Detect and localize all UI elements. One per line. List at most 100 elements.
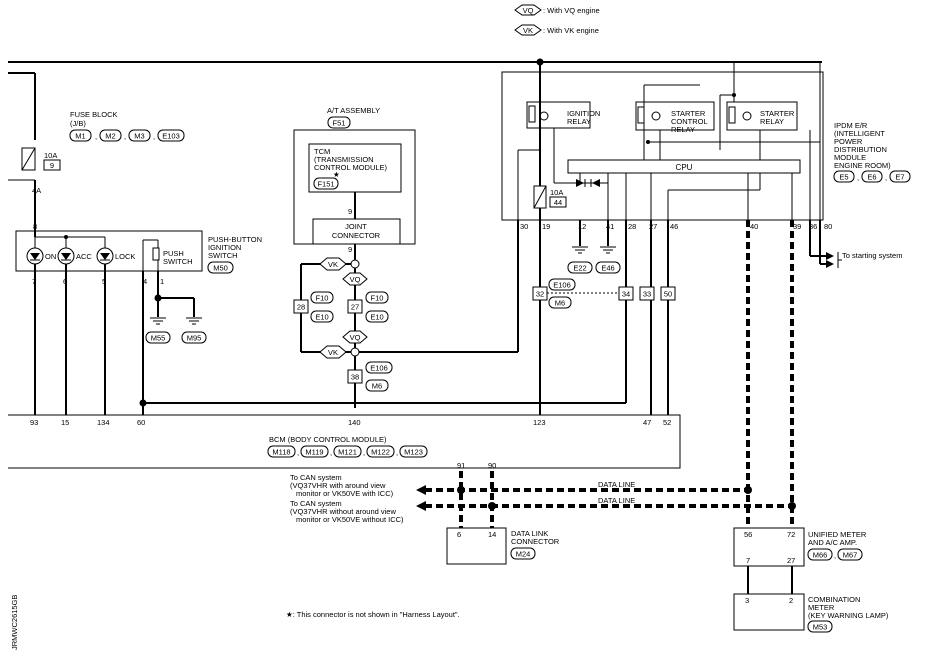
starting-system-label: To starting system: [842, 251, 902, 260]
combo-title: COMBINATION: [808, 595, 860, 604]
ipdm-connector: E7: [895, 173, 904, 182]
ipdm-title: (INTELLIGENT: [834, 129, 885, 138]
can-label: (VQ37VHR with around view: [290, 481, 386, 490]
fuse-connector: M1: [75, 132, 85, 141]
ipdm-connector: E6: [867, 173, 876, 182]
bcm-pin: 123: [533, 418, 546, 427]
svg-text:,: ,: [363, 448, 365, 457]
meter-pin: 7: [746, 556, 750, 565]
bcm-pin: 52: [663, 418, 671, 427]
vq-tag: VQ: [350, 275, 361, 284]
tcm-connector: F151: [317, 180, 334, 189]
can-label: monitor or VK50VE without ICC): [296, 515, 404, 524]
bcm-connector: M118: [272, 448, 290, 457]
data-link-connector: 6 14 DATA LINK CONNECTOR M24: [446, 527, 560, 565]
joint-connector-label: CONNECTOR: [332, 231, 381, 240]
fuse-block: 10A 9 4A FUSE BLOCK (J/B) M1 , M2 , M3 ,…: [8, 110, 185, 195]
led-acc-label: ACC: [76, 252, 92, 261]
switch-pin: 1: [160, 277, 164, 286]
dlc-pin: 14: [488, 530, 496, 539]
led-lock-label: LOCK: [115, 252, 135, 261]
fuse-block-sub: (J/B): [70, 119, 86, 128]
bcm-title: BCM (BODY CONTROL MODULE): [269, 435, 387, 444]
can-label: To CAN system: [290, 499, 342, 508]
harness-connector: M6: [372, 382, 382, 391]
switch-top-pin: 8: [33, 222, 37, 231]
data-line-label: DATA LINE: [598, 480, 635, 489]
relay-label: CONTROL: [671, 117, 708, 126]
ipdm-pin: 40: [750, 222, 758, 231]
inline-pin: 50: [664, 290, 672, 299]
harness-connector: E10: [370, 313, 383, 322]
combo-title: METER: [808, 603, 835, 612]
meter-connector: M67: [843, 551, 858, 560]
harness-pin: 27: [351, 303, 359, 312]
relay-label: RELAY: [671, 125, 695, 134]
unified-meter: 56 72 7 27 UNIFIED METER AND A/C AMP. M6…: [733, 527, 867, 567]
ground-connector: E46: [601, 264, 614, 273]
footnote: ★: This connector is not shown in "Harne…: [286, 610, 460, 619]
meter-connector: M66: [813, 551, 828, 560]
tcm-label: CONTROL MODULE): [314, 163, 388, 172]
led-on-label: ON: [45, 252, 56, 261]
inline-connectors: 32 E106 M6 34 33 50: [532, 278, 676, 309]
tcm-label: TCM: [314, 147, 330, 156]
push-button-ignition-switch: 8 ON ACC LOCK PUSH SWITCH PUSH-BUTTON IG…: [15, 222, 262, 286]
legend-vk-tag: VK: [523, 26, 533, 35]
dlc-connector: M24: [516, 550, 531, 559]
ipdm-pin: 39: [793, 222, 801, 231]
meter-pin: 27: [787, 556, 795, 565]
svg-text:,: ,: [297, 448, 299, 457]
at-connector: F51: [333, 119, 346, 128]
bcm-connector: M119: [305, 448, 323, 457]
can-label: To CAN system: [290, 473, 342, 482]
fuse-block-title: FUSE BLOCK: [70, 110, 118, 119]
ipdm-pin: 46: [670, 222, 678, 231]
cpu-label: CPU: [676, 163, 693, 172]
bcm: 93 15 134 60 140 123 47 52 BCM (BODY CON…: [8, 414, 681, 469]
harness-options: VK VQ 28 27 F10 E10 F10 E10 VQ VK 38 E10…: [293, 244, 518, 408]
relay-label: RELAY: [567, 117, 591, 126]
at-title: A/T ASSEMBLY: [327, 106, 380, 115]
relay-label: STARTER: [760, 109, 795, 118]
tcm-label: (TRANSMISSION: [314, 155, 374, 164]
can-lines: 91 90 DATA LINE DATA LINE To CAN system …: [290, 220, 796, 528]
ground-symbol: [572, 246, 616, 254]
bcm-pin: 47: [643, 418, 651, 427]
tcm-pin: 9: [348, 207, 352, 216]
harness-pin: 38: [351, 373, 359, 382]
fuse-rating: 10A: [44, 151, 57, 160]
dlc-title: DATA LINK: [511, 529, 548, 538]
svg-text:,: ,: [885, 173, 887, 182]
ipdm-pin: 36: [809, 222, 817, 231]
svg-text:,: ,: [834, 551, 836, 560]
svg-text:,: ,: [330, 448, 332, 457]
vk-tag: VK: [328, 348, 338, 357]
combo-pin: 2: [789, 596, 793, 605]
bcm-pin: 15: [61, 418, 69, 427]
ipdm-connector: E5: [839, 173, 848, 182]
harness-connector: F10: [316, 294, 329, 303]
relay-label: IGNITION: [567, 109, 600, 118]
diagram-code: JRMWC2615GB: [10, 595, 19, 650]
data-line-label: DATA LINE: [598, 496, 635, 505]
bcm-pin: 140: [348, 418, 361, 427]
can-pin: 90: [488, 461, 496, 470]
inline-pin: 33: [643, 290, 651, 299]
joint-pin: 9: [348, 245, 352, 254]
can-label: monitor or VK50VE with ICC): [296, 489, 394, 498]
ipdm-title: POWER: [834, 137, 863, 146]
svg-text:,: ,: [153, 132, 155, 141]
inline-connector: M6: [555, 299, 565, 308]
bcm-connector: M121: [338, 448, 357, 457]
svg-text:,: ,: [857, 173, 859, 182]
push-switch-label: PUSH: [163, 249, 184, 258]
switch-connector: M50: [213, 264, 228, 273]
legend-vq-text: : With VQ engine: [543, 6, 600, 15]
ipdm-pin: 30: [520, 222, 528, 231]
ground-symbol: [150, 317, 202, 325]
fuse-pin-out: 4A: [32, 186, 41, 195]
bcm-connector: M122: [371, 448, 390, 457]
bcm-connector: M123: [404, 448, 423, 457]
legend-vq-tag: VQ: [523, 6, 534, 15]
